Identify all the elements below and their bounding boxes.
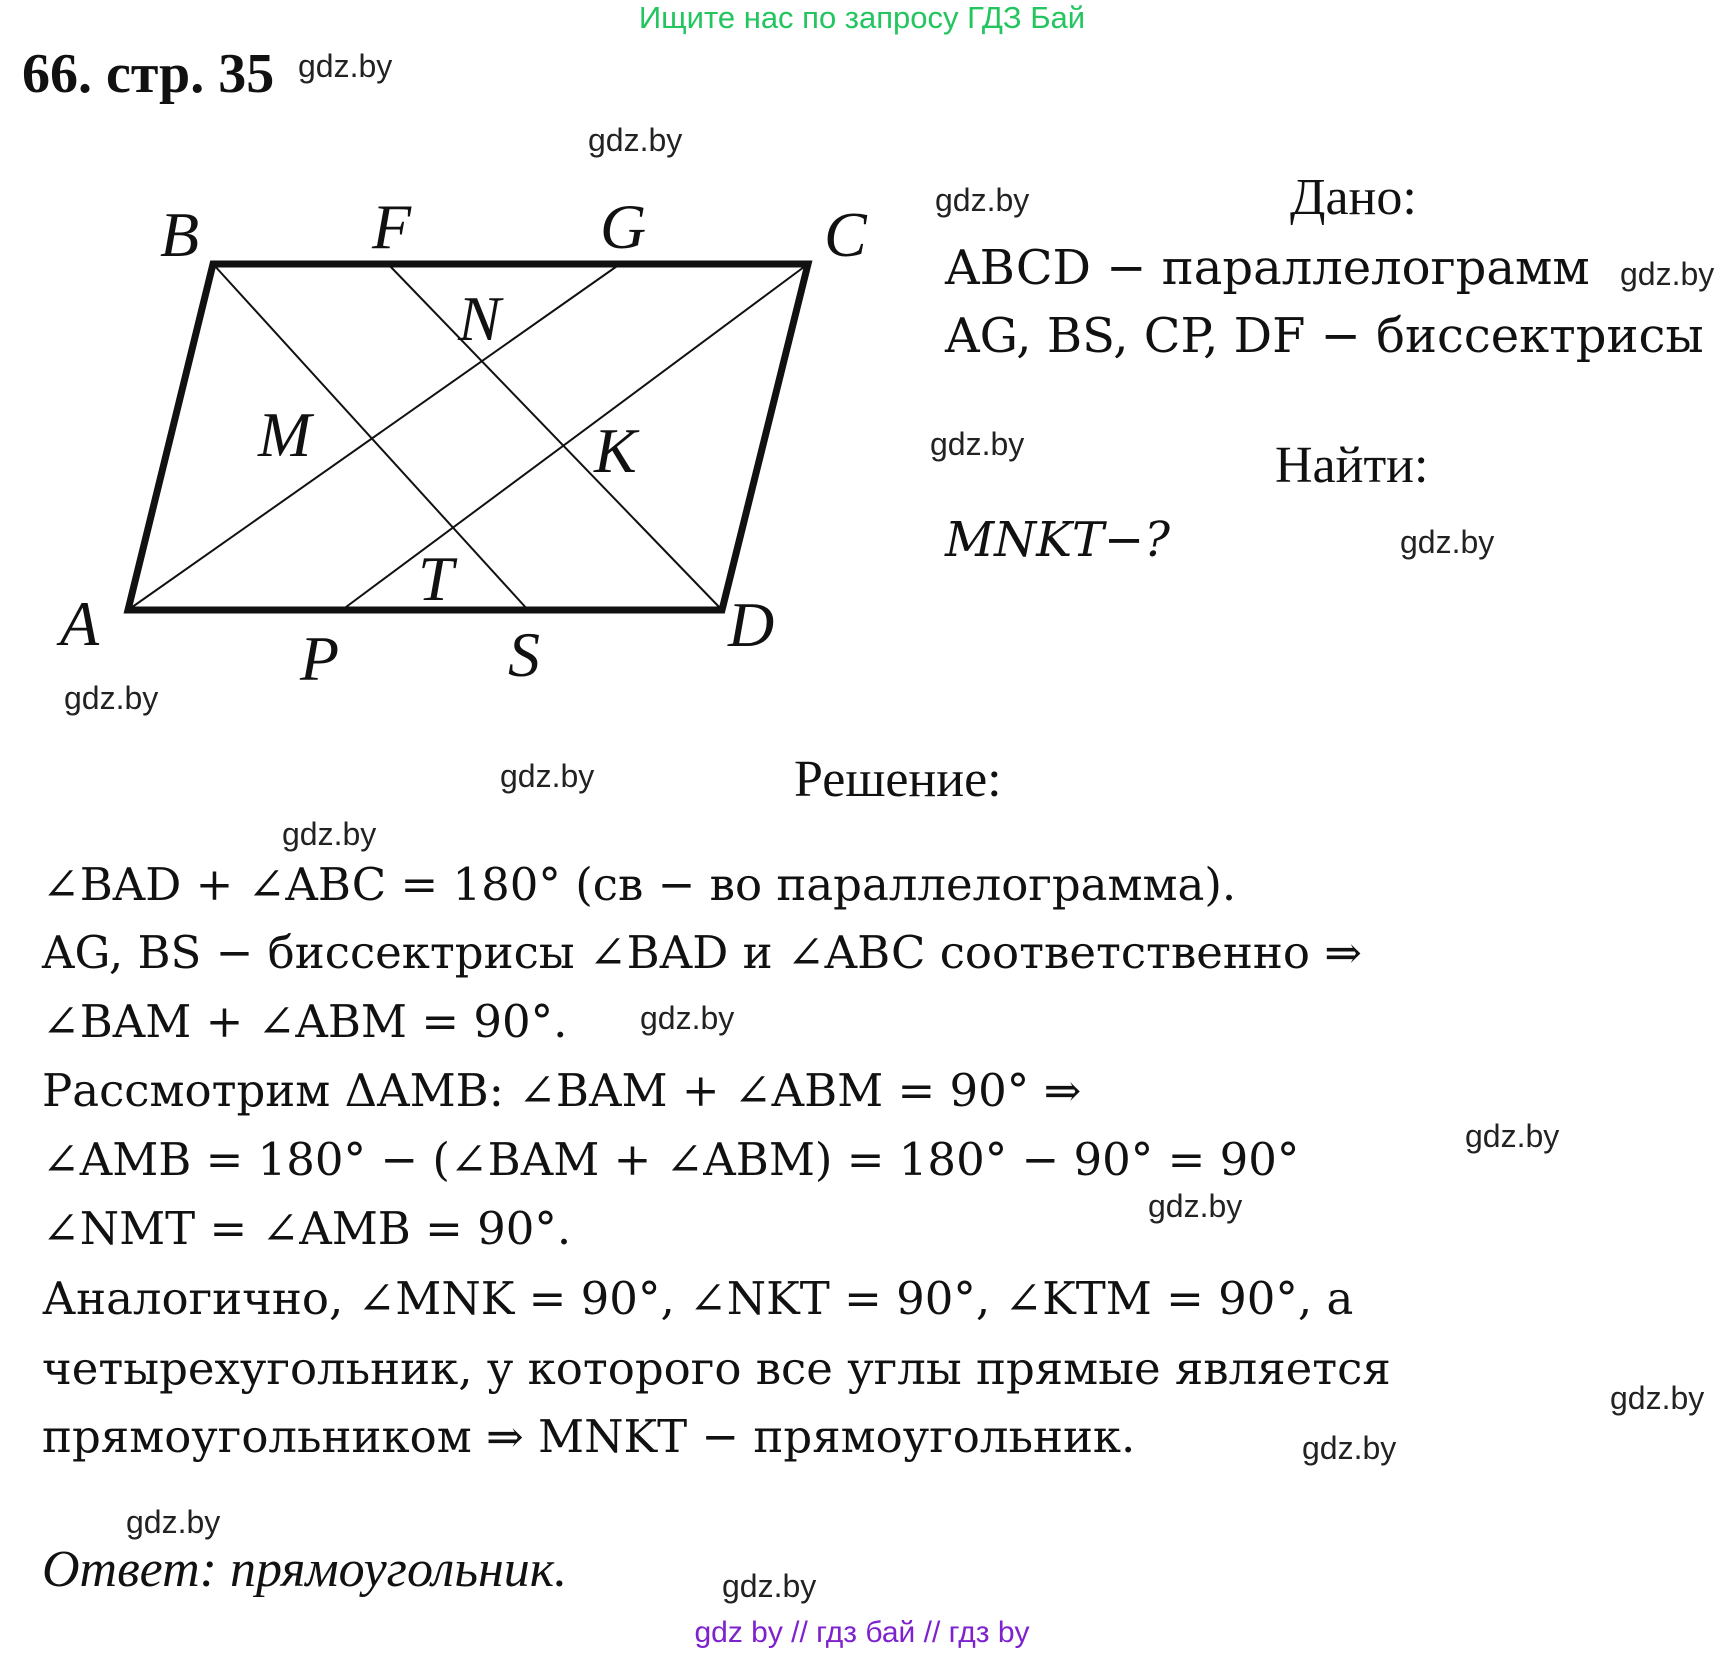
given-line-2: AG, BS, CP, DF − биссектрисы [945,308,1704,364]
label-d: D [727,589,774,660]
label-n: N [457,283,504,354]
solution-line-2: AG, BS − биссектрисы ∠BAD и ∠ABC соответ… [42,926,1363,979]
watermark: gdz.by [640,1000,735,1036]
watermark: gdz.by [1465,1118,1560,1154]
label-s: S [508,619,540,690]
bottom-banner: gdz by // гдз бай // гдз by [694,1616,1030,1649]
label-c: C [824,199,868,270]
watermark: gdz.by [935,182,1030,218]
watermark: gdz.by [64,680,159,716]
watermark: gdz.by [930,426,1025,462]
watermark: gdz.by [1620,256,1715,292]
watermark: gdz.by [500,758,595,794]
watermark: gdz.by [1302,1430,1397,1466]
solution-line-6: ∠NMT = ∠AMB = 90°. [42,1202,572,1255]
label-g: G [600,191,646,262]
parallelogram-abcd [123,260,813,614]
label-p: P [299,623,339,694]
watermark: gdz.by [298,48,393,84]
solution-line-8: четырехугольник, у которого все углы пря… [42,1342,1391,1395]
solution-line-4: Рассмотрим ΔAMB: ∠BAM + ∠ABM = 90° ⇒ [42,1064,1082,1117]
watermark: gdz.by [1148,1188,1243,1224]
task-title: 66. стр. 35 [22,43,275,105]
bisector-bs [212,263,529,611]
label-m: M [257,399,315,470]
top-banner: Ищите нас по запросу ГДЗ Бай [638,0,1086,35]
watermark: gdz.by [282,816,377,852]
watermark: gdz.by [1400,524,1495,560]
answer-line: Ответ: прямоугольник. [42,1541,568,1598]
parallelogram-diagram: B F G C N M K T A P S D [56,191,868,694]
solution-line-9: прямоугольником ⇒ MNKT − прямоугольник. [42,1410,1136,1463]
watermark: gdz.by [588,122,683,158]
solution-heading: Решение: [794,751,1002,808]
bisector-df [387,263,723,611]
watermark: gdz.by [1610,1380,1705,1416]
watermark: gdz.by [126,1504,221,1540]
find-line: MNKT−? [945,512,1170,568]
label-t: T [418,543,458,614]
solution-line-5: ∠AMB = 180° − (∠BAM + ∠ABM) = 180° − 90°… [42,1133,1300,1186]
given-line-1: ABCD − параллелограмм [945,240,1590,296]
find-heading: Найти: [1275,437,1429,494]
label-b: B [160,199,199,270]
bisector-ag [127,263,621,611]
solution-line-1: ∠BAD + ∠ABC = 180° (св − во параллелогра… [42,858,1237,911]
label-k: K [593,415,640,486]
watermark: gdz.by [722,1568,817,1604]
label-a: A [56,588,100,659]
solution-line-3: ∠BAM + ∠ABM = 90°. [42,995,568,1048]
solution-line-7: Аналогично, ∠MNK = 90°, ∠NKT = 90°, ∠KTM… [42,1272,1354,1325]
label-f: F [371,191,412,262]
given-heading: Дано: [1290,169,1417,226]
bisector-cp [341,263,809,611]
